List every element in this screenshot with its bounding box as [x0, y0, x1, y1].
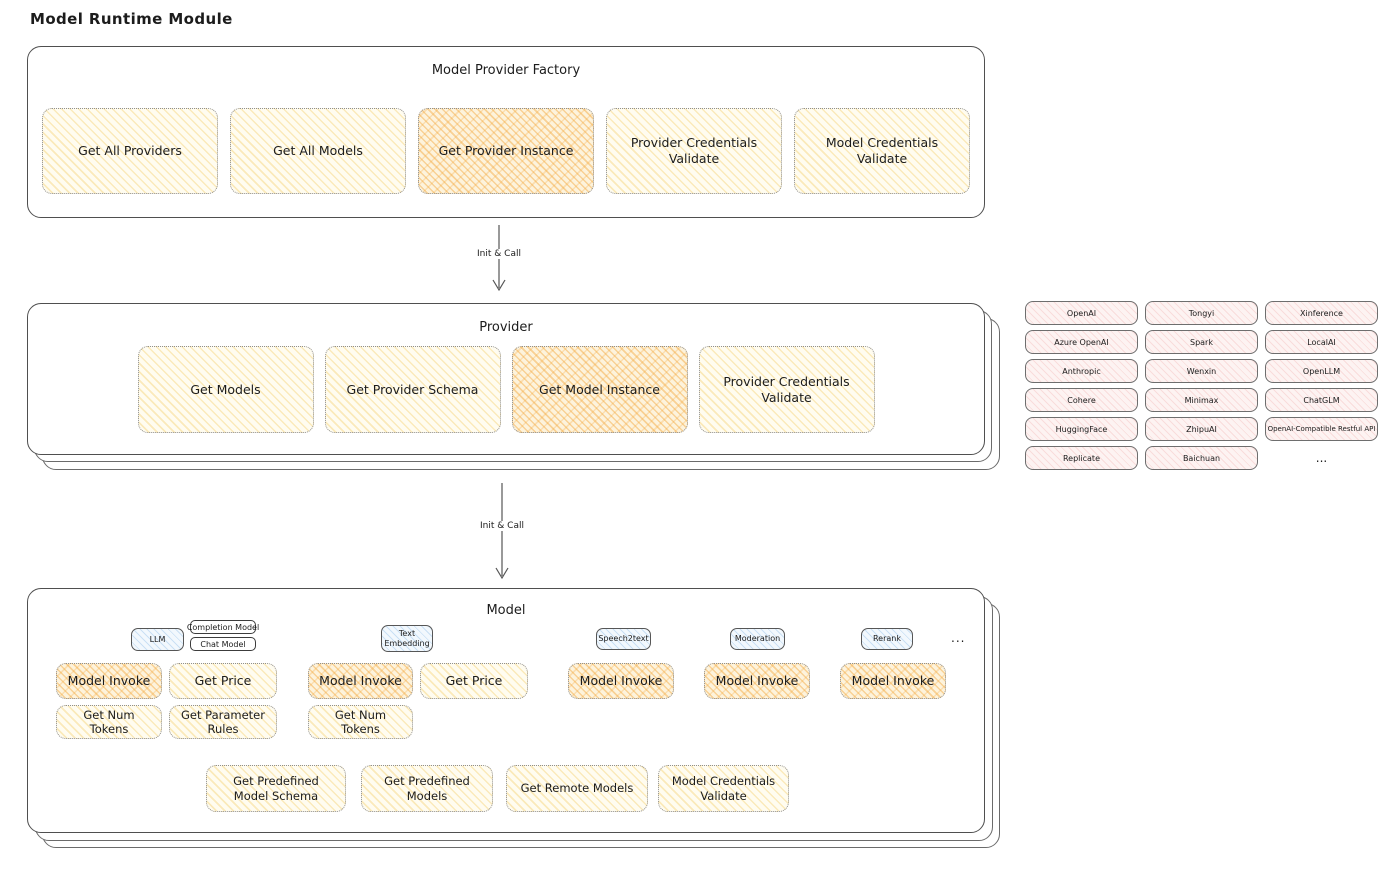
model-card-embedding-get-price: Get Price — [420, 663, 528, 699]
model-card-get-predefined-models: Get Predefined Models — [361, 765, 493, 812]
provider-item-zhipuai: ZhipuAI — [1145, 417, 1258, 441]
factory-card-get-all-providers: Get All Providers — [42, 108, 218, 194]
model-card-moderation-model-invoke: Model Invoke — [704, 663, 810, 699]
tab-text-embedding: Text Embedding — [381, 625, 433, 652]
arrow1-label: Init & Call — [474, 249, 524, 259]
provider-item-spark: Spark — [1145, 330, 1258, 354]
model-card-llm-get-num-tokens: Get Num Tokens — [56, 705, 162, 739]
factory-card-get-all-models: Get All Models — [230, 108, 406, 194]
provider-item-azure-openai: Azure OpenAI — [1025, 330, 1138, 354]
arrow-factory-to-provider: Init & Call — [474, 225, 524, 295]
model-tabs-more-ellipsis: ... — [951, 631, 966, 645]
model-card-model-credentials-validate: Model Credentials Validate — [658, 765, 789, 812]
provider-item-chatglm: ChatGLM — [1265, 388, 1378, 412]
model-card-llm-get-price: Get Price — [169, 663, 277, 699]
providers-list: OpenAI Tongyi Xinference Azure OpenAI Sp… — [1025, 301, 1378, 470]
factory-title: Model Provider Factory — [431, 63, 581, 78]
provider-box: Provider Get Models Get Provider Schema … — [27, 303, 985, 455]
provider-card-get-model-instance: Get Model Instance — [511, 346, 688, 433]
provider-item-openai: OpenAI — [1025, 301, 1138, 325]
model-title: Model — [486, 603, 526, 618]
model-card-rerank-model-invoke: Model Invoke — [840, 663, 946, 699]
model-card-llm-get-parameter-rules: Get Parameter Rules — [169, 705, 277, 739]
arrow-provider-to-model: Init & Call — [477, 483, 527, 583]
provider-card-provider-credentials-validate: Provider Credentials Validate — [698, 346, 875, 433]
provider-item-cohere: Cohere — [1025, 388, 1138, 412]
provider-cards-row: Get Models Get Provider Schema Get Model… — [28, 346, 984, 433]
arrow2-label: Init & Call — [477, 521, 527, 531]
provider-item-tongyi: Tongyi — [1145, 301, 1258, 325]
provider-item-minimax: Minimax — [1145, 388, 1258, 412]
factory-card-get-provider-instance: Get Provider Instance — [418, 108, 594, 194]
provider-item-openllm: OpenLLM — [1265, 359, 1378, 383]
factory-card-provider-credentials-validate: Provider Credentials Validate — [606, 108, 782, 194]
factory-cards-row: Get All Providers Get All Models Get Pro… — [28, 108, 984, 194]
model-box: Model LLM Completion Model Chat Model Te… — [27, 588, 985, 833]
provider-item-anthropic: Anthropic — [1025, 359, 1138, 383]
tab-speech2text: Speech2text — [596, 628, 651, 650]
provider-title: Provider — [479, 320, 533, 335]
providers-more-ellipsis: ... — [1315, 451, 1328, 465]
model-card-speech2text-model-invoke: Model Invoke — [568, 663, 674, 699]
provider-item-xinference: Xinference — [1265, 301, 1378, 325]
provider-item-baichuan: Baichuan — [1145, 446, 1258, 470]
factory-box: Model Provider Factory Get All Providers… — [27, 46, 985, 218]
factory-card-model-credentials-validate: Model Credentials Validate — [794, 108, 970, 194]
arrow-down-icon — [495, 483, 509, 580]
page-title: Model Runtime Module — [30, 10, 233, 28]
tab-moderation: Moderation — [730, 628, 785, 650]
provider-item-wenxin: Wenxin — [1145, 359, 1258, 383]
model-card-get-remote-models: Get Remote Models — [506, 765, 648, 812]
model-card-embedding-get-num-tokens: Get Num Tokens — [308, 705, 413, 739]
model-card-llm-model-invoke: Model Invoke — [56, 663, 162, 699]
model-card-embedding-model-invoke: Model Invoke — [308, 663, 413, 699]
tab-chat-model: Chat Model — [190, 637, 256, 651]
arrow-down-icon — [492, 225, 506, 292]
tab-llm: LLM — [131, 628, 184, 651]
provider-item-localai: LocalAI — [1265, 330, 1378, 354]
provider-item-replicate: Replicate — [1025, 446, 1138, 470]
provider-item-huggingface: HuggingFace — [1025, 417, 1138, 441]
provider-card-get-models: Get Models — [137, 346, 314, 433]
tab-rerank: Rerank — [861, 628, 913, 650]
provider-item-openai-compatible-restful-api: OpenAI-Compatible Restful API — [1265, 417, 1378, 441]
tab-completion-model: Completion Model — [187, 620, 259, 634]
model-card-get-predefined-model-schema: Get Predefined Model Schema — [206, 765, 346, 812]
provider-card-get-provider-schema: Get Provider Schema — [324, 346, 501, 433]
